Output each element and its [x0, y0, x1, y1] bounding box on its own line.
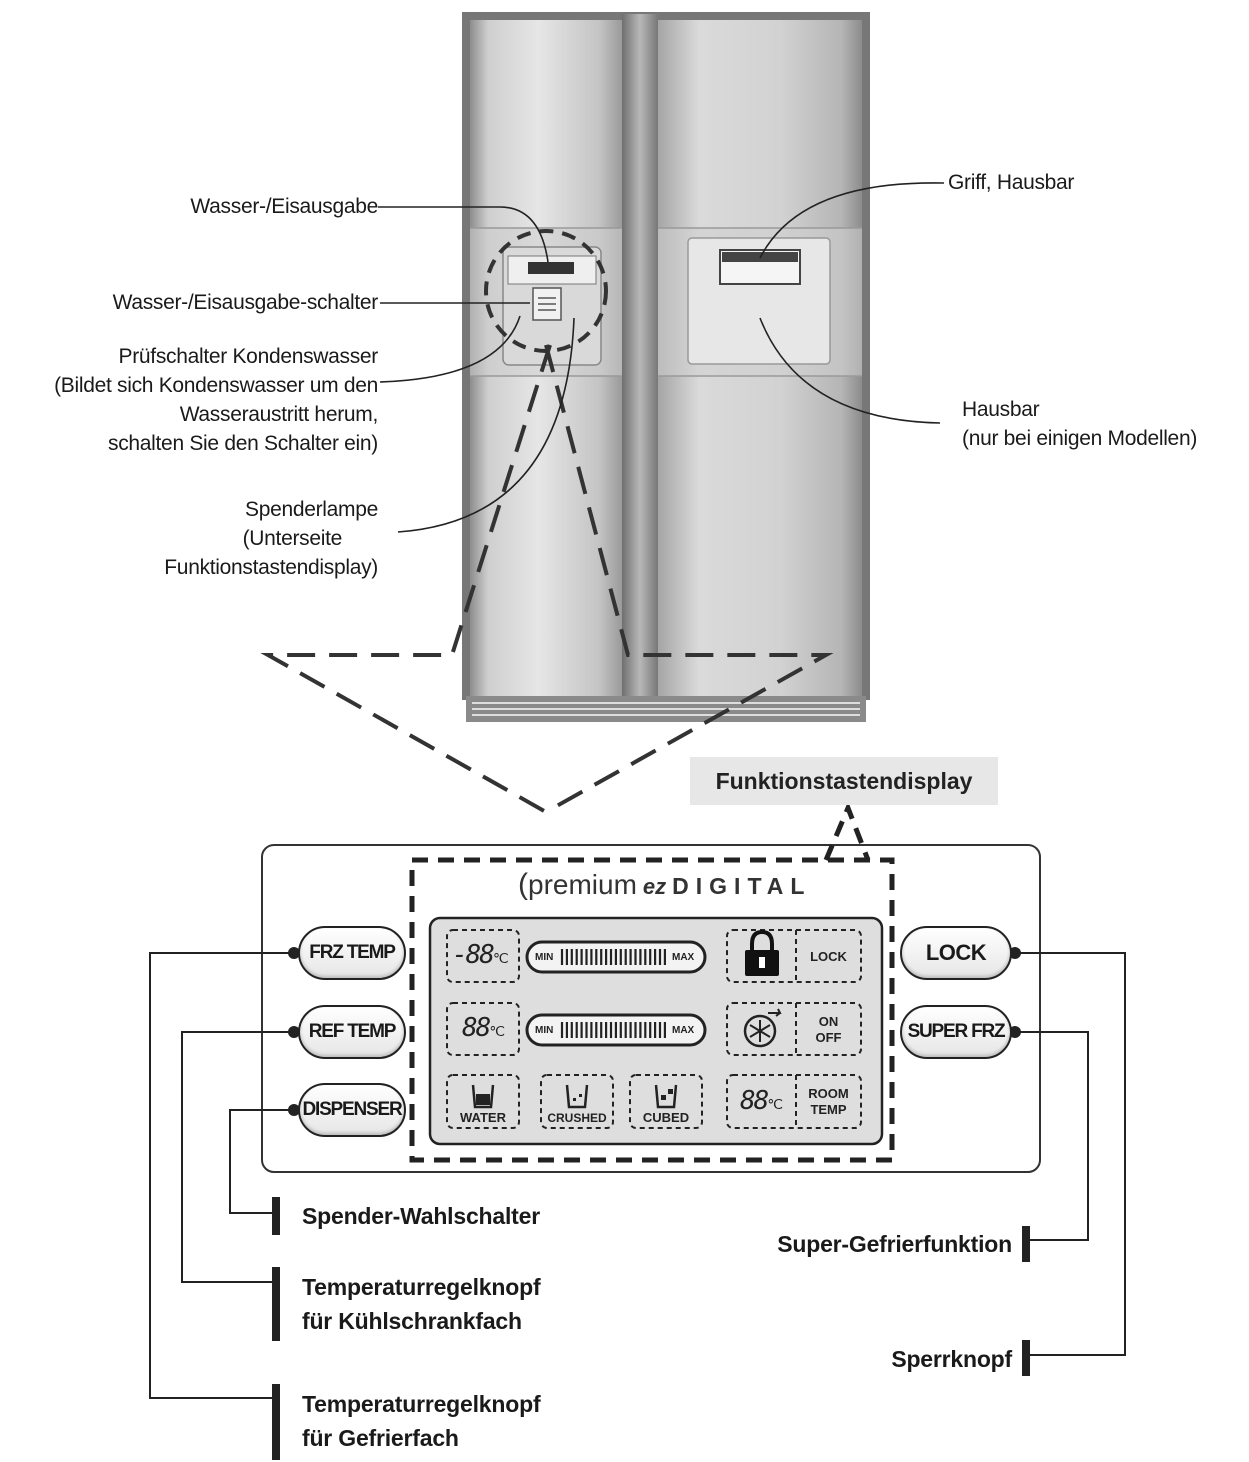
cubed-mode-label: CUBED [642, 1110, 690, 1125]
homebar-line-1: Hausbar [962, 398, 1040, 421]
room-temp-value: 88 [740, 1086, 769, 1116]
ref-knob-line-2: für Kühlschrankfach [302, 1308, 522, 1334]
lock-button-label: Sperrknopf [891, 1346, 1012, 1372]
button-connector-lines [149, 952, 1126, 1399]
condensate-line-3: Wasseraustritt herum, [179, 403, 379, 426]
fridge-temp-unit: ℃ [489, 1024, 505, 1040]
off-label: OFF [815, 1030, 842, 1045]
freezer-temp-readout: -88℃ [452, 940, 509, 970]
condensate-line-4: schalten Sie den Schalter ein) [108, 432, 378, 455]
lock-indicator-label: LOCK [810, 949, 847, 964]
condensate-line-2: (Bildet sich Kondenswasser um den [54, 374, 378, 397]
legend-bars [272, 1197, 1030, 1460]
frz-gauge-max: MAX [672, 952, 695, 963]
control-panel [261, 801, 1041, 1173]
dispenser-lamp-label: Spenderlampe (Unterseite Funktionstasten… [60, 495, 378, 582]
freezer-temp-unit: ℃ [492, 951, 509, 967]
frz-knob-line-1: Temperaturregelknopf [302, 1391, 541, 1417]
homebar-label: Hausbar (nur bei einigen Modellen) [962, 395, 1197, 453]
ref-knob-label: Temperaturregelknopf für Kühlschrankfach [302, 1270, 541, 1338]
lock-button[interactable]: LOCK [900, 926, 1012, 980]
crushed-mode-label: CRUSHED [547, 1111, 607, 1125]
temp-label: TEMP [810, 1102, 847, 1117]
condensate-switch-label: Prüfschalter Kondenswasser (Bildet sich … [0, 342, 378, 458]
brand-premium: premium [528, 869, 637, 900]
frz-knob-line-2: für Gefrierfach [302, 1425, 459, 1451]
ref-knob-line-1: Temperaturregelknopf [302, 1274, 541, 1300]
on-label: ON [818, 1014, 839, 1029]
refrigerator [462, 12, 870, 722]
super-frz-button[interactable]: SUPER FRZ [900, 1005, 1012, 1059]
dispenser-button[interactable]: DISPENSER [298, 1083, 406, 1137]
super-freeze-label: Super-Gefrierfunktion [777, 1231, 1012, 1257]
fridge-temp-value: 88 [462, 1013, 491, 1043]
ref-gauge-min: MIN [535, 1025, 554, 1036]
lamp-line-1: Spenderlampe [245, 498, 378, 521]
room-temp-readout: 88℃ [740, 1086, 783, 1116]
room-temp-unit: ℃ [767, 1097, 783, 1113]
condensate-line-1: Prüfschalter Kondenswasser [118, 345, 379, 368]
handle-homebar-label: Griff, Hausbar [948, 171, 1075, 194]
frz-gauge-min: MIN [535, 952, 554, 963]
brand-digital: DIGITAL [672, 873, 812, 899]
frz-temp-button[interactable]: FRZ TEMP [298, 926, 406, 980]
ref-gauge-max: MAX [672, 1025, 695, 1036]
dispenser-label: Wasser-/Eisausgabe [190, 195, 378, 218]
ref-temp-button[interactable]: REF TEMP [298, 1005, 406, 1059]
frz-knob-label: Temperaturregelknopf für Gefrierfach [302, 1387, 541, 1455]
connector-dots [288, 947, 1021, 1116]
water-mode-label: WATER [460, 1110, 506, 1125]
dispenser-switch-label: Wasser-/Eisausgabe-schalter [112, 291, 379, 314]
room-label: ROOM [808, 1086, 849, 1101]
callout-leader-lines [378, 182, 945, 533]
zoom-funnel-lines [260, 344, 834, 814]
fridge-temp-readout: 88℃ [462, 1013, 505, 1043]
freezer-temp-value: -88 [452, 940, 495, 970]
homebar-line-2: (nur bei einigen Modellen) [962, 427, 1198, 450]
dispenser-select-label: Spender-Wahlschalter [302, 1203, 540, 1229]
brand-ez: ez [642, 874, 667, 899]
lamp-line-2: (Unterseite [242, 527, 343, 550]
function-display-tag: Funktionstastendisplay [690, 757, 998, 805]
lamp-line-3: Funktionstastendisplay) [164, 556, 378, 579]
